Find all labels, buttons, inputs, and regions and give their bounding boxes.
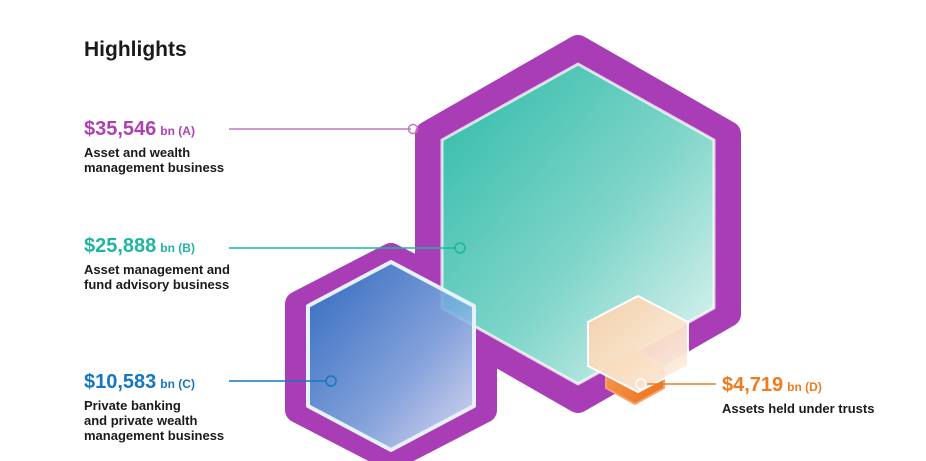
description-line: management business	[84, 428, 225, 443]
value-unit: bn (A)	[160, 124, 195, 138]
value-unit: bn (C)	[160, 377, 195, 391]
description-line: Assets held under trusts	[722, 401, 875, 416]
value-number: $10,583	[84, 371, 157, 393]
highlight-description-a: Asset and wealth management business	[84, 145, 224, 175]
value-number: $35,546	[84, 118, 157, 140]
description-line: Private banking	[84, 398, 181, 413]
small-blue-hexagon	[306, 260, 476, 452]
highlight-description-b: Asset management and fund advisory busin…	[84, 262, 230, 292]
connector-b-dot	[454, 242, 466, 254]
value-unit: bn (D)	[787, 380, 822, 394]
value-number: $4,719	[722, 374, 784, 396]
description-line: management business	[84, 160, 225, 175]
value-number: $25,888	[84, 235, 157, 257]
value-unit: bn (B)	[160, 241, 195, 255]
description-line: Asset management and	[84, 262, 230, 277]
connector-a-dot	[407, 123, 419, 135]
connector-c-dot	[325, 375, 337, 387]
highlight-description-c: Private banking and private wealth manag…	[84, 398, 224, 443]
description-line: Asset and wealth	[84, 145, 191, 160]
page-title: Highlights	[84, 38, 187, 61]
highlight-description-d: Assets held under trusts	[722, 401, 874, 416]
description-line: fund advisory business	[84, 277, 230, 292]
description-line: and private wealth	[84, 413, 198, 428]
connector-d-dot	[635, 378, 647, 390]
peach-hexagon	[587, 295, 689, 393]
